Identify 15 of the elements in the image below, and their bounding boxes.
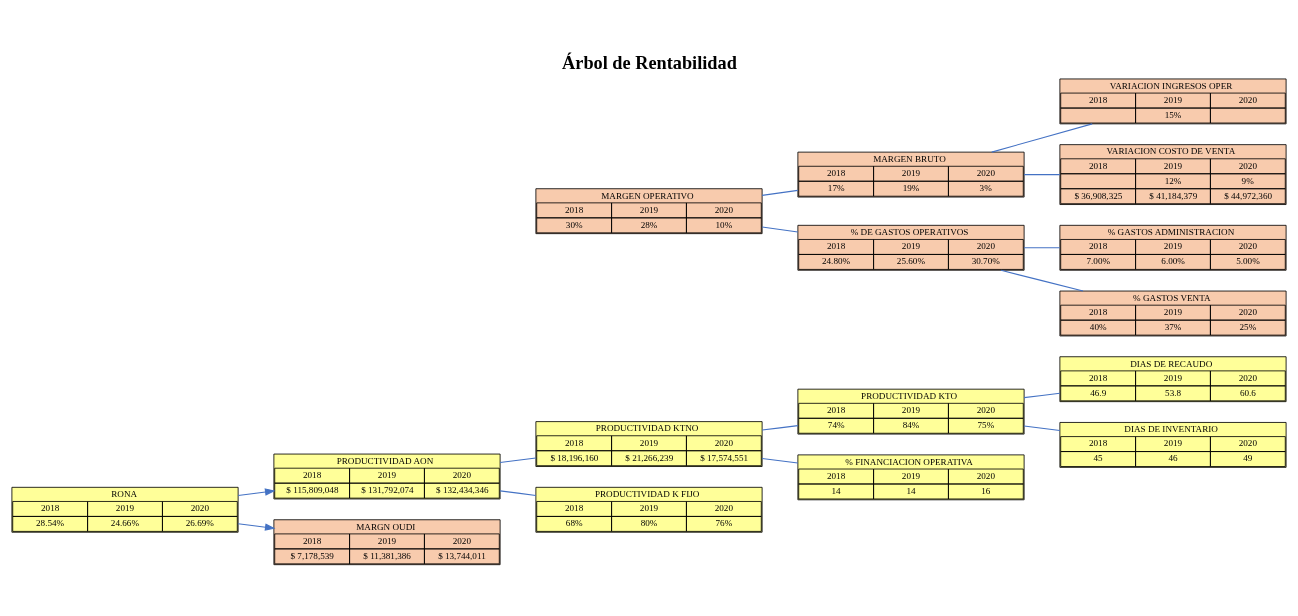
- connector: [761, 457, 799, 464]
- connector: [991, 122, 1093, 153]
- connector: [499, 489, 537, 496]
- connector: [1023, 246, 1061, 248]
- connector: [761, 189, 799, 196]
- arrow: [237, 522, 276, 531]
- connector: [1000, 269, 1084, 292]
- connector: [1023, 173, 1061, 175]
- arrow: [237, 487, 276, 496]
- connector: [761, 424, 799, 431]
- connector: [499, 457, 537, 463]
- connector: [1023, 424, 1061, 431]
- connector: [761, 225, 799, 233]
- connector: [1023, 392, 1061, 398]
- diagram-title: Árbol de Rentabilidad: [562, 52, 737, 73]
